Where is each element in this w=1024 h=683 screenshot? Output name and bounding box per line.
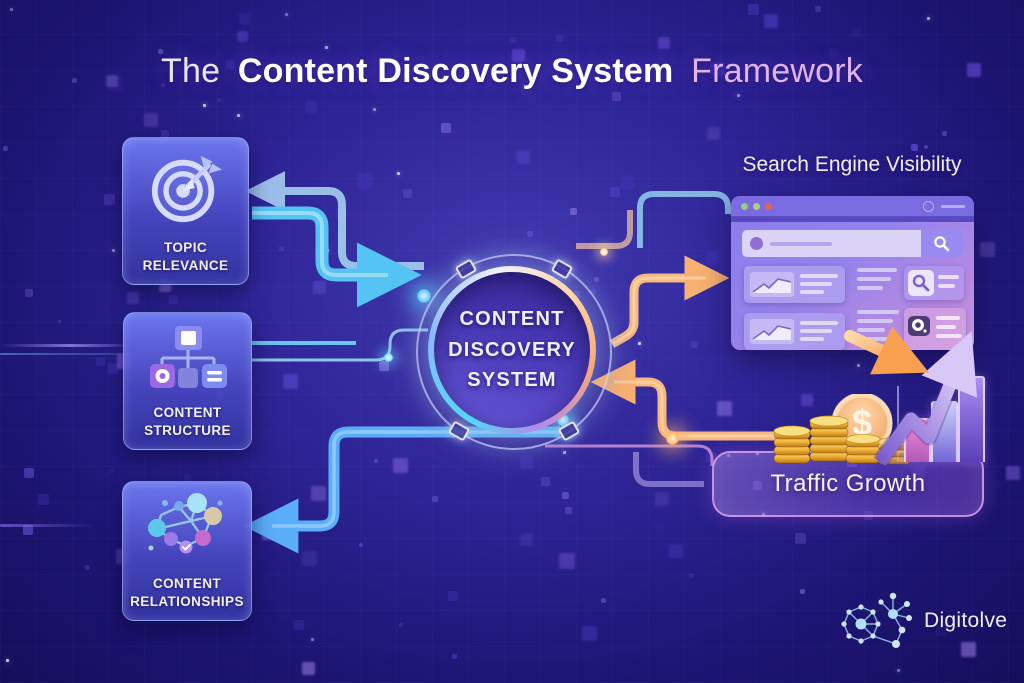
card-content-structure: CONTENT STRUCTURE bbox=[123, 312, 252, 450]
hub-circle: CONTENT DISCOVERY SYSTEM bbox=[434, 272, 590, 428]
title-emphasis: Content Discovery System bbox=[237, 52, 674, 90]
text-line bbox=[800, 274, 838, 278]
window-control-bar bbox=[941, 204, 965, 208]
text-line bbox=[857, 268, 897, 272]
hub-line-3: SYSTEM bbox=[467, 369, 557, 392]
magnifier-icon bbox=[934, 235, 950, 251]
window-dot-green bbox=[741, 202, 748, 210]
search-results-area bbox=[744, 266, 966, 350]
text-line bbox=[936, 334, 962, 338]
window-dot-red bbox=[765, 202, 772, 210]
text-line bbox=[857, 310, 899, 314]
browser-search-bar bbox=[742, 230, 963, 257]
browser-window bbox=[731, 196, 974, 350]
text-line bbox=[936, 325, 956, 329]
text-line bbox=[800, 321, 838, 325]
text-line bbox=[857, 328, 885, 332]
window-control-icon bbox=[923, 201, 934, 212]
glow-dot bbox=[666, 432, 679, 445]
brand-network-logo-icon bbox=[841, 592, 912, 648]
card-topic-relevance: TOPIC RELEVANCE bbox=[122, 137, 249, 285]
browser-title-bar bbox=[731, 196, 974, 217]
light-streak bbox=[0, 344, 140, 347]
glow-dot bbox=[600, 248, 608, 256]
card-label: CONTENT RELATIONSHIPS bbox=[130, 575, 244, 609]
trend-thumbnail-icon bbox=[750, 319, 794, 344]
bar-1 bbox=[904, 418, 931, 462]
search-placeholder-line bbox=[770, 241, 832, 246]
camera-lens-icon bbox=[908, 316, 930, 336]
target-dart-icon bbox=[151, 155, 222, 223]
title-prefix: The bbox=[161, 52, 221, 90]
network-nodes-icon bbox=[148, 493, 223, 554]
card-content-relationships: CONTENT RELATIONSHIPS bbox=[122, 481, 252, 621]
text-line bbox=[938, 275, 959, 279]
search-button bbox=[921, 230, 963, 257]
browser-toolbar-strip bbox=[731, 217, 974, 222]
bar-3 bbox=[958, 376, 985, 462]
text-line bbox=[800, 282, 832, 286]
light-streak bbox=[0, 524, 95, 527]
text-line bbox=[800, 329, 832, 333]
title-suffix: Framework bbox=[691, 52, 863, 90]
result-card bbox=[744, 266, 845, 303]
text-line bbox=[857, 337, 891, 341]
search-visibility-heading: Search Engine Visibility bbox=[742, 153, 962, 176]
magnifier-page-icon bbox=[908, 270, 934, 296]
text-line bbox=[857, 286, 883, 290]
text-line bbox=[857, 277, 891, 281]
coins-and-dollar-icon: $ bbox=[773, 394, 911, 465]
result-card bbox=[744, 313, 845, 350]
hub-line-1: CONTENT bbox=[459, 308, 565, 331]
trend-thumbnail-icon bbox=[750, 272, 794, 297]
glow-dot bbox=[384, 353, 393, 362]
text-line bbox=[800, 337, 824, 341]
hierarchy-icon bbox=[149, 326, 227, 388]
card-label: TOPIC RELEVANCE bbox=[142, 239, 229, 273]
page-title: The Content Discovery System Framework bbox=[0, 52, 1024, 91]
text-line bbox=[936, 316, 960, 320]
text-line bbox=[800, 290, 824, 294]
result-card-media bbox=[904, 308, 966, 350]
hub-line-2: DISCOVERY bbox=[448, 338, 576, 361]
card-label: CONTENT STRUCTURE bbox=[144, 404, 231, 438]
text-line bbox=[938, 284, 955, 288]
search-bullet bbox=[750, 237, 763, 250]
text-line bbox=[857, 319, 893, 323]
bar-2 bbox=[931, 401, 958, 462]
window-dot-yellow bbox=[753, 202, 760, 210]
traffic-growth-label: Traffic Growth bbox=[770, 470, 926, 497]
brand-name: Digitolve bbox=[924, 609, 1008, 632]
dollar-sign: $ bbox=[852, 402, 872, 443]
result-card-featured bbox=[904, 266, 964, 300]
light-streak bbox=[0, 353, 210, 355]
